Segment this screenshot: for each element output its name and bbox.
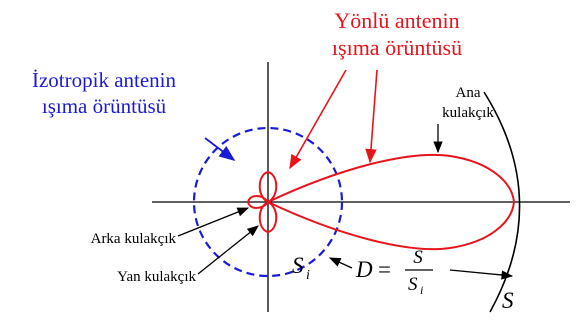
- isotropic-pattern-circle: [192, 126, 344, 278]
- side-lobe-upper-curve: [258, 170, 278, 204]
- formula-denominator-sub: i: [420, 283, 423, 297]
- main-lobe-label-line2: kulakçık: [442, 105, 494, 121]
- formula-equals: =: [378, 257, 391, 282]
- formula-lhs: D: [355, 257, 373, 282]
- si-label-base: S: [292, 253, 304, 278]
- formula-numerator: S: [413, 247, 423, 268]
- side-lobe-lower-curve: [258, 200, 278, 234]
- directional-label-line2: ışıma örüntüsü: [332, 35, 462, 60]
- back-lobe-arrow: [177, 207, 250, 237]
- directional-arrow-to-lobes: [289, 69, 347, 170]
- side-lobe-arrow: [197, 225, 259, 275]
- sphere-arc-S: [483, 91, 521, 313]
- s-label: S: [502, 288, 514, 313]
- directional-label-line1: Yönlü antenin: [334, 8, 459, 33]
- side-lobe-label: Yan kulakçık: [117, 269, 196, 285]
- s-arrow: [449, 269, 514, 280]
- main-lobe-label-line1: Ana: [456, 85, 481, 101]
- directional-arrow-to-main-lobe: [365, 69, 378, 164]
- back-lobe-label: Arka kulakçık: [91, 231, 177, 247]
- si-arrow: [328, 257, 353, 269]
- isotropic-label-line2: ışıma örüntüsü: [42, 94, 167, 118]
- si-label-sub: i: [306, 268, 310, 283]
- isotropic-label-line1: İzotropik antenin: [32, 68, 177, 92]
- main-lobe-curve: [265, 153, 516, 251]
- isotropic-arrow: [204, 137, 236, 161]
- formula-denominator-base: S: [408, 274, 418, 295]
